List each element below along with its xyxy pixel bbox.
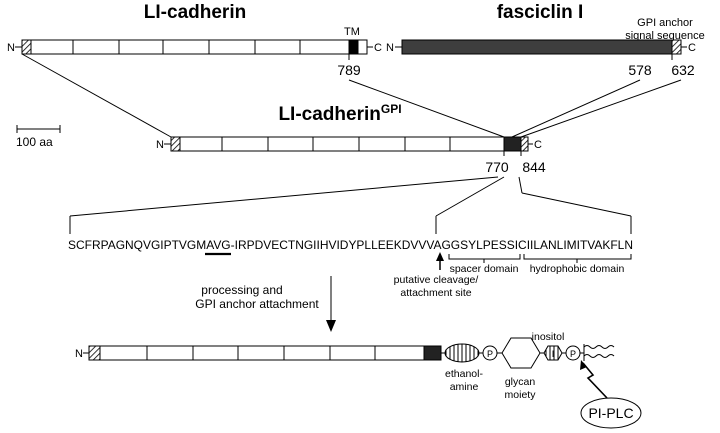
fasciclin-construct: fasciclin I GPI anchor signal sequence N… <box>386 2 705 78</box>
processing-label-line1: processing and <box>201 283 282 297</box>
chimera-ectodomain <box>179 136 505 152</box>
processing-arrow <box>326 320 336 332</box>
li-cadherin-position-789: 789 <box>337 62 361 78</box>
ethanolamine-label-line1: ethanol- <box>445 368 483 380</box>
pi-plc-cleavage-arrow <box>582 362 608 399</box>
processing-label-line2: GPI anchor attachment <box>195 297 319 311</box>
sequence-underlined-avg: AVG <box>206 239 230 252</box>
chimera-signal-peptide <box>170 136 181 152</box>
processing-step: processing and GPI anchor attachment <box>195 276 336 332</box>
hydrophobic-domain-label: hydrophobic domain <box>530 263 625 275</box>
hydrophobic-domain-bracket <box>523 254 632 263</box>
chimera-title: LI-cadherinGPI <box>278 102 401 125</box>
chimera-construct: LI-cadherinGPI N C 770 844 <box>156 102 546 175</box>
cleavage-label-line1: putative cleavage/ <box>394 274 479 286</box>
chimera-fasciclin-segment <box>503 136 522 152</box>
phosphate-label: P <box>487 349 493 359</box>
inositol-label: inositol <box>532 331 565 343</box>
li-cadherin-construct: LI-cadherin N C TM 789 <box>7 2 382 78</box>
fasciclin-n-terminus-label: N <box>386 42 394 54</box>
inositol-i-label: I <box>552 349 555 359</box>
chimera-c-terminus-label: C <box>534 139 542 151</box>
scale-bar-label: 100 aa <box>16 135 53 149</box>
glycan-label-line2: moiety <box>505 389 537 401</box>
sequence-part-2: -IRPDVECTNGIIHVIDYPLLEEKDVVVA <box>231 239 442 252</box>
fasciclin-position-632: 632 <box>671 62 695 78</box>
chimera-n-terminus-label: N <box>156 139 164 151</box>
pi-plc-enzyme <box>580 397 642 429</box>
product-fasciclin-segment <box>423 345 442 361</box>
sequence-mapping-lines <box>69 176 632 234</box>
cleavage-site-arrow <box>436 252 444 261</box>
sequence-hydrophobic: IILANLIMITVAKFLN <box>527 239 633 252</box>
fasciclin-title: fasciclin I <box>497 2 584 23</box>
ethanolamine-icon <box>444 343 480 363</box>
li-cadherin-title: LI-cadherin <box>144 2 246 23</box>
chimera-position-770: 770 <box>485 159 509 175</box>
gpi-anchored-product: N P ethanol- amine glycan moiety I inosi… <box>75 331 642 429</box>
li-cadherin-transmembrane-domain <box>348 39 359 55</box>
li-cadherin-n-terminus-label: N <box>7 42 15 54</box>
li-cadherin-ectodomain <box>30 39 350 55</box>
pi-plc-arrowhead <box>580 360 587 370</box>
fasciclin-c-terminus-label: C <box>688 42 696 54</box>
construct-mapping-lines <box>21 53 682 138</box>
sequence-spacer: SYLPESSIC <box>460 239 527 252</box>
sequence-cleavage-gg: GG <box>441 239 460 252</box>
fasciclin-gpi-signal-sequence <box>671 39 682 55</box>
phosphate-label-2: P <box>570 349 576 359</box>
li-cadherin-cytoplasmic-domain <box>357 39 368 55</box>
product-signal-peptide <box>88 345 101 361</box>
scale-bar: 100 aa <box>16 125 61 149</box>
fasciclin-position-578: 578 <box>628 62 652 78</box>
fasciclin-domain <box>401 39 673 55</box>
chimera-gpi-signal-sequence <box>520 136 529 152</box>
spacer-domain-bracket <box>448 254 521 263</box>
chimera-title-main: LI-cadherin <box>278 104 380 125</box>
chimera-title-superscript: GPI <box>381 102 402 116</box>
gpi-signal-label-line1: GPI anchor <box>637 17 693 29</box>
li-cadherin-c-terminus-label: C <box>374 42 382 54</box>
product-n-terminus-label: N <box>75 348 83 360</box>
spacer-domain-label: spacer domain <box>450 263 519 275</box>
pi-plc-label: PI-PLC <box>588 405 633 421</box>
ethanolamine-label-line2: amine <box>450 381 479 393</box>
chimera-position-844: 844 <box>522 159 546 175</box>
glycan-label-line1: glycan <box>505 376 536 388</box>
cleavage-label-line2: attachment site <box>400 287 471 299</box>
sequence-part-1: SCFRPAGNQVGIPTVGM <box>68 239 206 252</box>
lipid-tail-icon <box>583 345 615 358</box>
li-cadherin-tm-label: TM <box>344 26 360 38</box>
gpi-signal-label-line2: signal sequence <box>625 30 705 42</box>
li-cadherin-signal-peptide <box>21 39 32 55</box>
